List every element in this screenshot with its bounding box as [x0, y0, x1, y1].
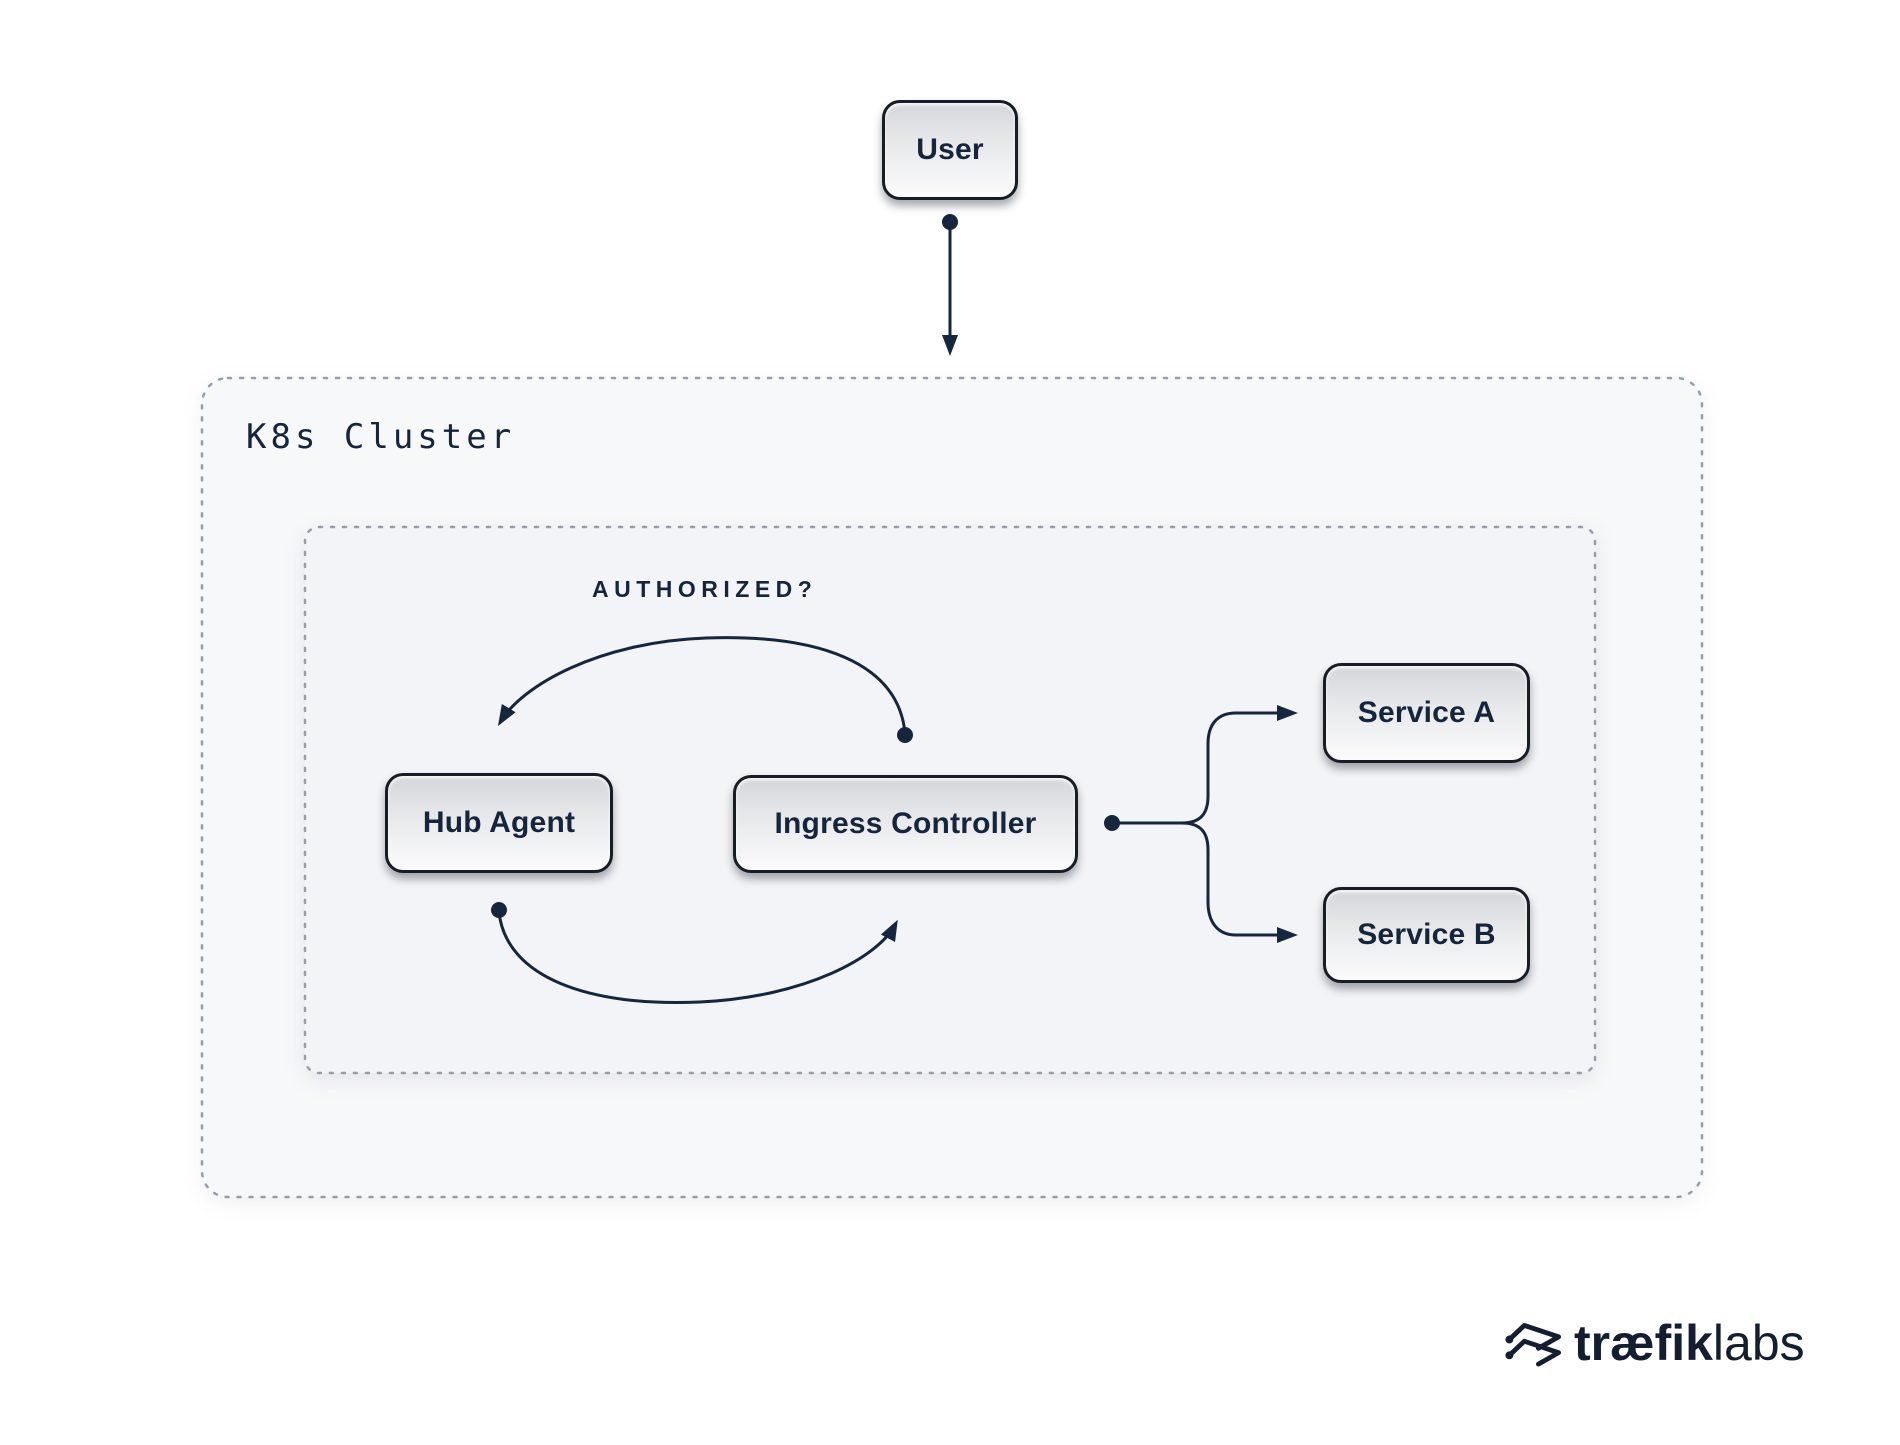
- authorized-question-label: AUTHORIZED?: [592, 576, 818, 602]
- node-hub-agent: Hub Agent: [385, 773, 613, 873]
- node-ingress-controller-label: Ingress Controller: [774, 807, 1037, 840]
- node-service-b: Service B: [1323, 887, 1530, 983]
- node-service-b-label: Service B: [1357, 918, 1496, 951]
- node-service-a-label: Service A: [1357, 696, 1496, 729]
- arrow-user-to-cluster: [942, 214, 958, 356]
- logo-wordmark-labs: labs: [1712, 1315, 1805, 1371]
- logo-wordmark: træfiklabs: [1574, 1318, 1805, 1368]
- node-ingress-controller: Ingress Controller: [733, 775, 1078, 873]
- arrow-hub-to-ingress-response: [491, 902, 898, 1005]
- node-service-a: Service A: [1323, 663, 1530, 763]
- traefik-logo-icon: [1505, 1323, 1562, 1367]
- logo-wordmark-traefik: træfik: [1574, 1315, 1713, 1371]
- traefiklabs-logo: træfiklabs: [1505, 1314, 1805, 1372]
- k8s-cluster-label: K8s Cluster: [246, 417, 516, 457]
- arrow-ingress-to-hub-authorization: [497, 636, 913, 743]
- node-user-label: User: [916, 133, 984, 166]
- node-hub-agent-label: Hub Agent: [422, 806, 576, 839]
- arrow-ingress-to-services-branch: [1104, 705, 1298, 943]
- node-user: User: [882, 100, 1018, 200]
